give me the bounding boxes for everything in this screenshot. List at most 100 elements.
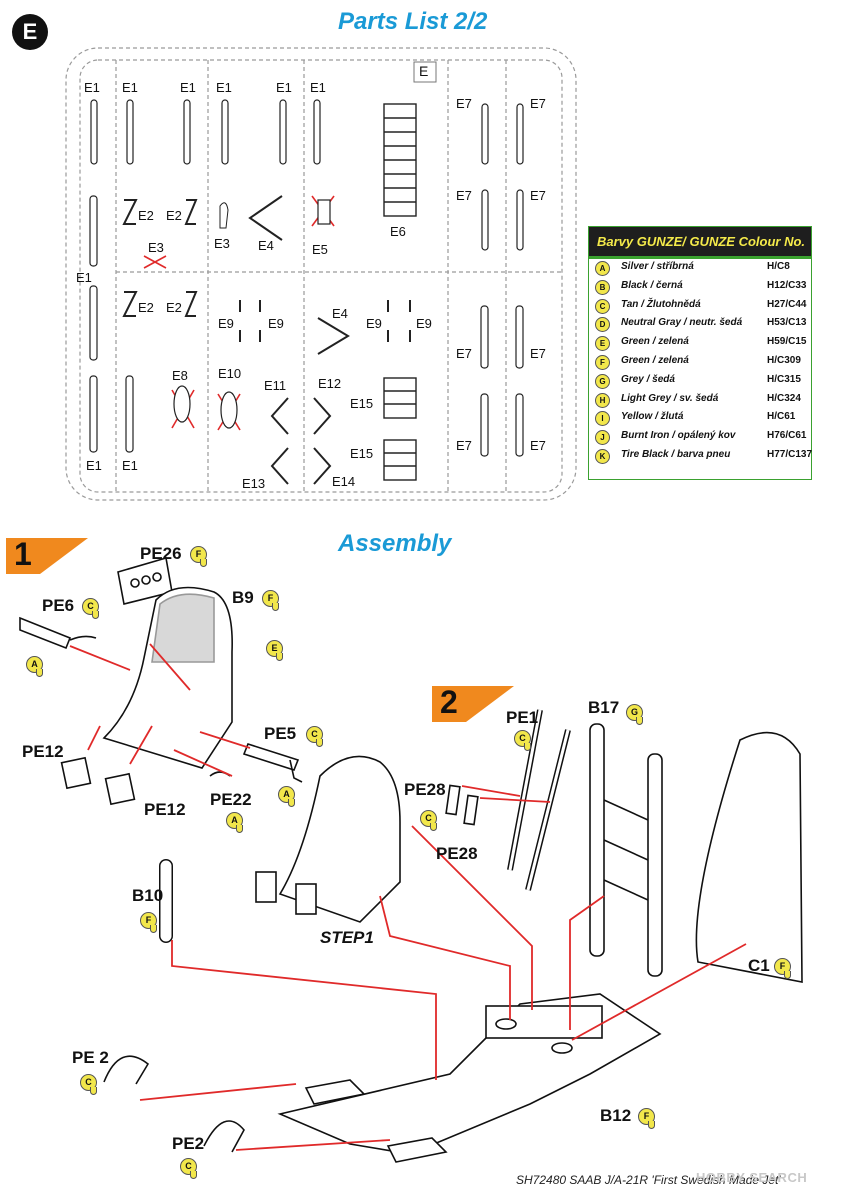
colour-code: H/C309 — [767, 354, 801, 366]
e7-parts — [480, 103, 524, 457]
part-label-e8: E8 — [172, 368, 188, 383]
colour-key-badge: K — [595, 448, 610, 464]
colour-code: H76/C61 — [767, 430, 807, 442]
colour-badge: C — [514, 730, 531, 751]
chevron-parts — [248, 195, 350, 485]
colour-badge: F — [638, 1108, 655, 1129]
colour-badge: C — [82, 598, 99, 619]
part-label-e2: E2 — [166, 300, 182, 315]
part-label-e2: E2 — [138, 208, 154, 223]
colour-name: Tan / Žlutohnědá — [621, 298, 701, 310]
colour-code: H/C324 — [767, 392, 801, 404]
label-pe12: PE12 — [144, 800, 186, 819]
e1-parts — [89, 99, 321, 453]
colour-code: H53/C13 — [767, 317, 807, 329]
label-b9: B9 — [232, 588, 254, 607]
colour-name: Yellow / žlutá — [621, 411, 684, 423]
colour-key-badge: G — [595, 373, 610, 389]
colour-table-row: F Green / zelená H/C309 — [589, 353, 811, 372]
label-b12: B12 — [600, 1106, 632, 1125]
label-pe28: PE28 — [404, 780, 446, 799]
colour-name: Black / černá — [621, 279, 683, 291]
colour-key-badge: I — [595, 411, 610, 427]
label-pe12: PE12 — [22, 742, 64, 761]
label-pe2: PE2 — [172, 1134, 205, 1153]
part-label-e9: E9 — [416, 316, 432, 331]
e6-part — [383, 103, 417, 217]
colour-name: Neutral Gray / neutr. šedá — [621, 317, 743, 329]
colour-key-badge: B — [595, 279, 610, 295]
label-pe28: PE28 — [436, 844, 478, 863]
colour-code: H12/C33 — [767, 279, 807, 291]
colour-name: Green / zelená — [621, 336, 689, 348]
step-2-tag — [432, 686, 514, 722]
colour-badge: F — [190, 546, 207, 567]
e15-parts — [383, 377, 417, 481]
colour-badge: C — [306, 726, 323, 747]
colour-badge: A — [278, 786, 295, 807]
part-label-e7: E7 — [456, 438, 472, 453]
colour-code: H77/C137 — [767, 448, 813, 460]
sheet-letter-badge: E — [12, 14, 48, 50]
part-label-e1: E1 — [86, 458, 102, 473]
part-label-e1: E1 — [180, 80, 196, 95]
part-label-e7: E7 — [530, 96, 546, 111]
part-label-e11: E11 — [264, 378, 287, 393]
e9-parts — [239, 300, 411, 342]
part-label-e1: E1 — [276, 80, 292, 95]
part-label-e4: E4 — [258, 238, 274, 253]
part-label-e6: E6 — [390, 224, 406, 239]
colour-badge: G — [626, 704, 643, 725]
part-label-e1: E1 — [84, 80, 100, 95]
sprue-letter: E — [419, 63, 429, 79]
part-label-e12: E12 — [318, 376, 342, 391]
parts-list-title: Parts List 2/2 — [338, 8, 488, 35]
label-pe1: PE1 — [506, 708, 539, 727]
colour-key-badge: F — [595, 354, 610, 370]
footer-text: SH72480 SAAB J/A-21R 'First Swedish Made… — [516, 1173, 781, 1187]
colour-name: Tire Black / barva pneu — [621, 448, 731, 460]
part-label-e1: E1 — [216, 80, 232, 95]
colour-badge: F — [262, 590, 279, 611]
step-1-number: 1 — [14, 536, 32, 572]
colour-badge: F — [140, 912, 157, 933]
sheet-letter: E — [22, 19, 38, 44]
part-label-e4: E4 — [332, 306, 348, 321]
assembly-drawings — [19, 556, 803, 1163]
colour-key-badge: E — [595, 336, 610, 352]
colour-code: H27/C44 — [767, 298, 807, 310]
colour-badge: C — [420, 810, 437, 831]
part-label-e9: E9 — [218, 316, 234, 331]
part-label-e7: E7 — [456, 188, 472, 203]
part-label-e1: E1 — [122, 80, 138, 95]
step-1-tag — [6, 538, 88, 574]
colour-badge: A — [26, 656, 43, 677]
step-2-number: 2 — [440, 684, 458, 720]
label-b10: B10 — [132, 886, 164, 905]
part-label-e2: E2 — [166, 208, 182, 223]
part-label-e15: E15 — [350, 396, 374, 411]
part-label-e1: E1 — [310, 80, 326, 95]
colour-name: Burnt Iron / opálený kov — [621, 430, 736, 442]
label-pe5: PE5 — [264, 724, 297, 743]
colour-name: Green / zelená — [621, 354, 689, 366]
watermark: HOBBY SEARCH — [696, 1170, 808, 1185]
label-b17: B17 — [588, 698, 620, 717]
colour-badge: C — [180, 1158, 197, 1179]
colour-table-row: B Black / černá H12/C33 — [589, 278, 811, 297]
part-label-e1: E1 — [76, 270, 92, 285]
colour-name: Light Grey / sv. šedá — [621, 392, 719, 404]
part-label-e9: E9 — [268, 316, 284, 331]
colour-table-title: Barvy GUNZE/ GUNZE Colour No. — [589, 227, 811, 259]
e3-part — [219, 202, 229, 229]
label-pe6: PE6 — [42, 596, 75, 615]
colour-code: H/C8 — [767, 261, 790, 272]
